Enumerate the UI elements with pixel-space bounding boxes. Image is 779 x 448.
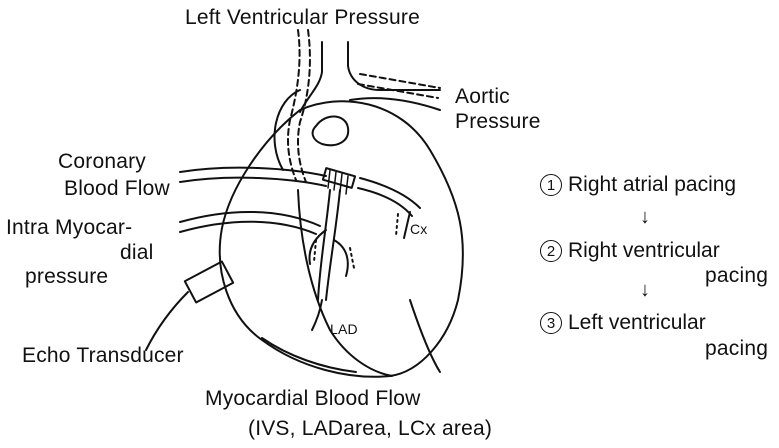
label-dial: dial [120,242,154,263]
label-echo-transducer: Echo Transducer [22,345,184,366]
label-lad: LAD [330,322,358,336]
coronary-flow-cable [180,168,326,186]
label-intra-myocardial: Intra Myocar- [6,217,132,238]
label-coronary: Coronary [58,151,146,172]
label-cx: Cx [410,222,428,236]
step-text: Right ventricular [568,239,720,262]
step-2: 2 Right ventricular [540,240,720,262]
step-text: Right atrial pacing [568,173,736,196]
step-1: 1 Right atrial pacing [540,174,736,196]
label-left-ventricular-pressure: Left Ventricular Pressure [185,7,420,28]
label-blood-flow: Blood Flow [64,178,170,199]
down-arrow-icon: ↓ [640,207,650,227]
step-text: Left ventricular [568,311,706,334]
step-number: 2 [540,240,562,262]
step-2-continuation: pacing [705,265,768,286]
step-3: 3 Left ventricular [540,312,706,334]
coronary-arteries [310,178,420,330]
label-myocardial-blood-flow: Myocardial Blood Flow [205,388,420,409]
label-aortic: Aortic [455,86,510,107]
lv-pressure-catheter [288,30,310,182]
aortic-pressure-catheter [358,74,440,98]
step-number: 1 [540,174,562,196]
echo-transducer-probe [146,262,233,350]
label-pressure: Pressure [455,111,541,132]
step-number: 3 [540,312,562,334]
label-areas: (IVS, LADarea, LCx area) [248,418,492,439]
down-arrow-icon: ↓ [640,280,650,300]
label-intra-pressure: pressure [25,266,108,287]
step-3-continuation: pacing [705,338,768,359]
